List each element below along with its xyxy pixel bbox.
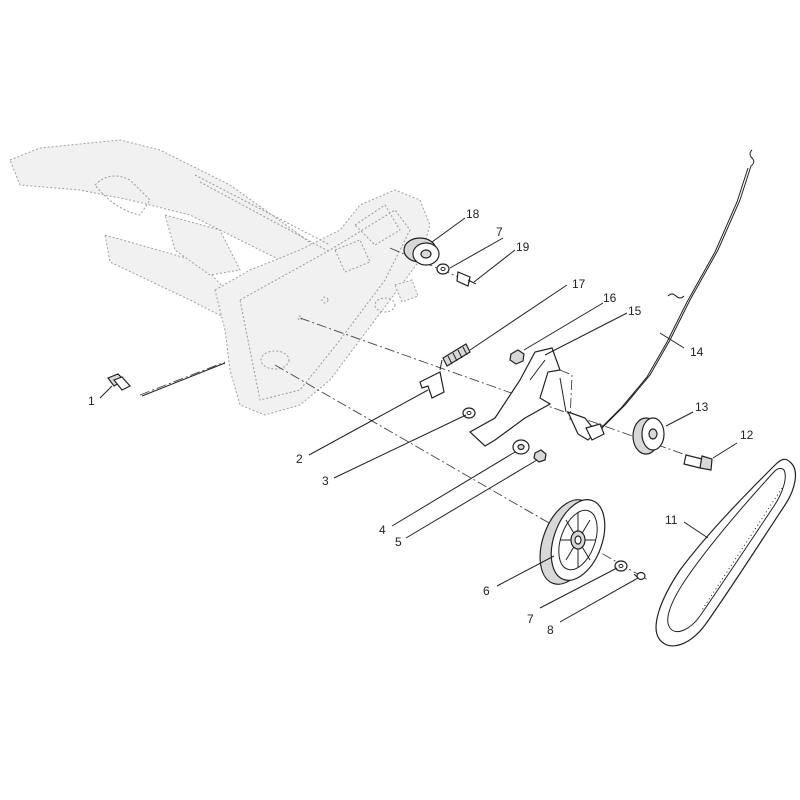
- part-6-large-pulley: [539, 499, 606, 585]
- part-12-bolt: [683, 454, 713, 471]
- callout-5: 5: [395, 535, 402, 549]
- part-3-washer: [462, 407, 476, 419]
- callout-2: 2: [296, 452, 303, 466]
- callout-17: 17: [572, 277, 586, 291]
- part-13-idler-pulley: [632, 417, 665, 455]
- callout-8: 8: [547, 623, 554, 637]
- frame-housing-ghost: [9, 139, 431, 416]
- part-11-drive-belt: [655, 458, 797, 647]
- callout-18: 18: [466, 207, 480, 221]
- callout-19: 19: [516, 240, 530, 254]
- callout-4: 4: [379, 523, 386, 537]
- part-4-spacer: [512, 439, 530, 455]
- callout-13: 13: [695, 400, 709, 414]
- part-7-washer-bottom: [614, 560, 628, 572]
- part-17-spring: [439, 343, 471, 371]
- callout-labels: 1 2 3 4 5 6 7 7 8 11 12 13 14 15 16 17 1…: [88, 207, 754, 637]
- callout-1: 1: [88, 394, 95, 408]
- part-14-control-cable: [585, 149, 755, 441]
- callout-7-top: 7: [496, 225, 503, 239]
- part-16-nut: [509, 349, 525, 365]
- part-8-screw: [633, 571, 646, 581]
- callout-15: 15: [628, 304, 642, 318]
- callout-14: 14: [690, 345, 704, 359]
- part-7-washer-top: [436, 263, 450, 275]
- part-19-bolt: [456, 271, 477, 287]
- part-1-bolt: [107, 373, 131, 391]
- part-18-pulley: [403, 237, 440, 266]
- leader-lines: [99, 217, 738, 623]
- part-15-idler-arm: [468, 347, 597, 447]
- callout-12: 12: [740, 428, 754, 442]
- callout-6: 6: [483, 584, 490, 598]
- callout-3: 3: [322, 474, 329, 488]
- callout-11: 11: [665, 513, 678, 527]
- part-5-nut: [533, 449, 547, 463]
- callout-16: 16: [603, 291, 617, 305]
- callout-7-bottom: 7: [527, 612, 534, 626]
- part-2-bracket-tab: [419, 371, 445, 399]
